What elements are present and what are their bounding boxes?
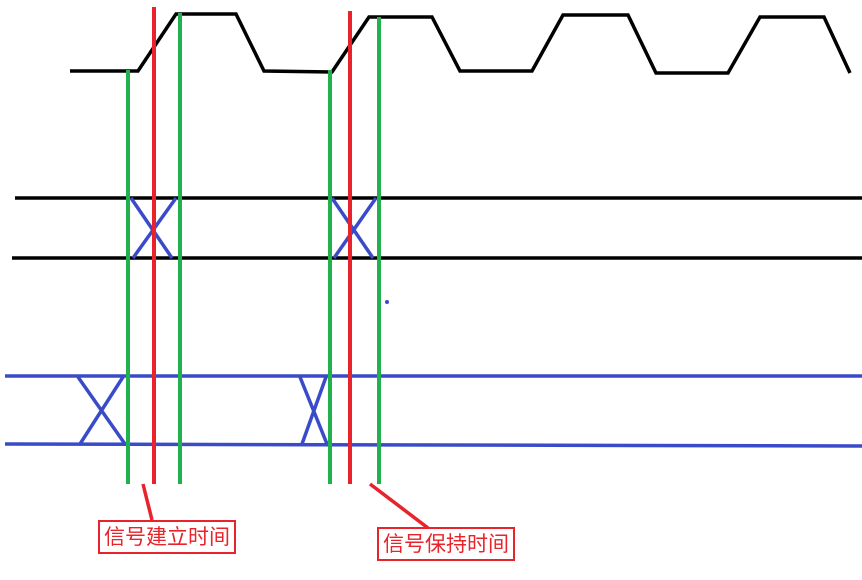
signal-b-transition-1 (76, 375, 127, 446)
clock-waveform (70, 12, 852, 75)
stray-dot (385, 300, 389, 304)
hold-label-pointer (368, 482, 430, 530)
hold-time-label: 信号保持时间 (377, 527, 515, 561)
signal-a-transition-2 (330, 196, 378, 260)
setup-label-pointer (141, 483, 154, 521)
setup-time-label: 信号建立时间 (98, 520, 236, 554)
signal-b-lower-line (4, 442, 862, 448)
signal-b-transition-2 (298, 376, 329, 445)
